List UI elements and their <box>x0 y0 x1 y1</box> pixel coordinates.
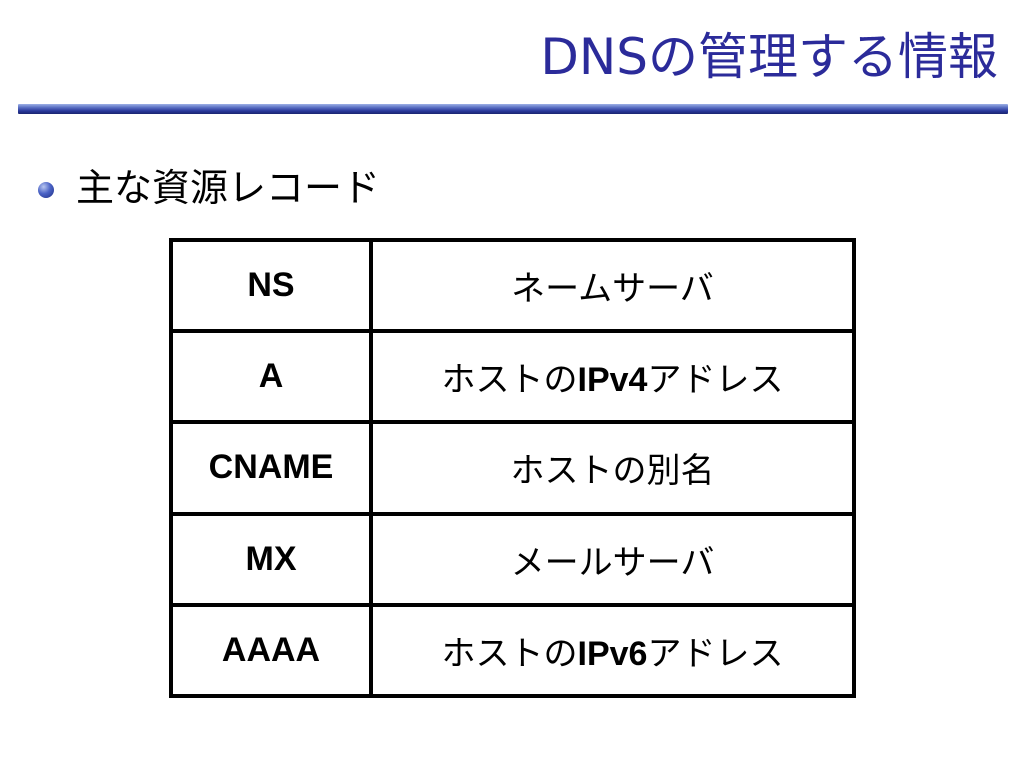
record-desc-bold: IPv6 <box>577 634 648 673</box>
record-description: ホストのIPv6アドレス <box>442 634 784 674</box>
title-divider <box>18 104 1008 114</box>
record-desc-cell: メールサーバ <box>369 511 856 607</box>
table-row: NS ネームサーバ <box>169 237 856 334</box>
record-type-cell: NS <box>169 237 373 334</box>
record-description: ホストのIPv4アドレス <box>442 360 784 400</box>
record-type: CNAME <box>208 448 334 487</box>
table-row: A ホストのIPv4アドレス <box>169 329 856 425</box>
record-description: ネームサーバ <box>511 269 714 309</box>
record-desc-cell: ホストの別名 <box>369 420 856 516</box>
record-type: A <box>258 357 284 396</box>
record-type-cell: CNAME <box>169 420 373 516</box>
record-desc-text: メールサーバ <box>510 542 715 583</box>
record-type: NS <box>247 266 295 305</box>
record-desc-text: アドレス <box>647 633 784 674</box>
record-desc-bold: IPv4 <box>577 361 648 400</box>
record-desc-text: ホストの <box>441 633 578 674</box>
bullet-text: 主な資源レコード <box>76 166 381 210</box>
sphere-bullet-icon <box>38 182 54 198</box>
record-description: メールサーバ <box>511 543 715 583</box>
record-desc-cell: ホストのIPv6アドレス <box>369 602 856 699</box>
table-row: AAAA ホストのIPv6アドレス <box>169 602 856 699</box>
table-row: CNAME ホストの別名 <box>169 420 856 516</box>
record-desc-text: ホストの <box>441 360 578 401</box>
bullet-item: 主な資源レコード <box>38 160 380 216</box>
record-type: MX <box>245 539 297 578</box>
record-type-cell: AAAA <box>169 602 373 699</box>
record-type-cell: A <box>169 329 373 425</box>
slide-title: DNSの管理する情報 <box>540 28 998 86</box>
record-desc-cell: ネームサーバ <box>369 237 856 334</box>
table-row: MX メールサーバ <box>169 511 856 607</box>
record-type-cell: MX <box>169 511 373 607</box>
record-desc-text: ネームサーバ <box>511 269 714 310</box>
resource-record-table: NS ネームサーバ A ホストのIPv4アドレス CNAME ホ <box>169 237 856 699</box>
record-desc-text: ホストの別名 <box>510 451 715 492</box>
record-description: ホストの別名 <box>511 451 715 491</box>
record-desc-text: アドレス <box>647 360 784 401</box>
record-desc-cell: ホストのIPv4アドレス <box>369 329 856 425</box>
record-type: AAAA <box>221 630 321 669</box>
